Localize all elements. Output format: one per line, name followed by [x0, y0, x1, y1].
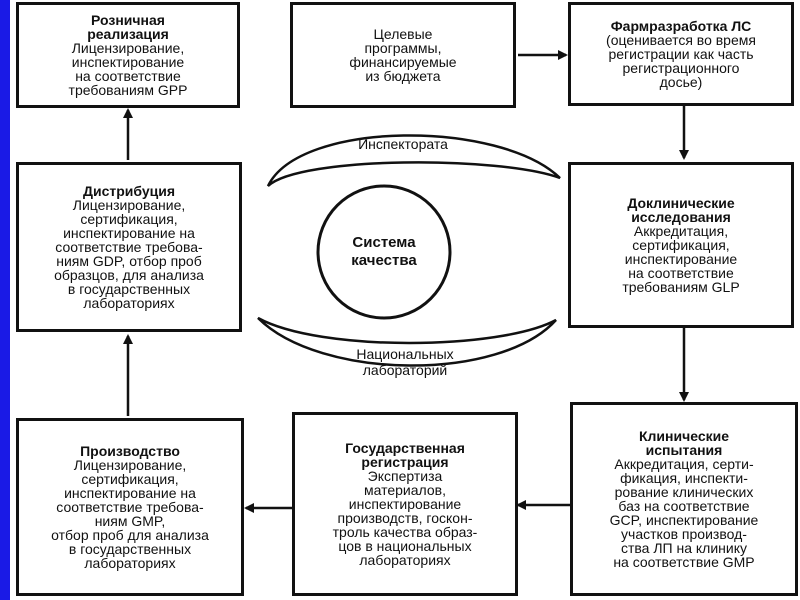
- box-pharmdev: Фармразработка ЛС (оценивается во время …: [568, 2, 794, 106]
- box-retail: Розничная реализация Лицензирование, инс…: [16, 2, 240, 108]
- label-national-labs: Национальных лабораторий: [356, 346, 454, 378]
- left-accent-bar: [0, 0, 10, 600]
- label-inspectorate: Инспектората: [358, 136, 448, 152]
- box-clinical-body: Аккредитация, серти- фикация, инспекти- …: [609, 456, 759, 570]
- box-preclinical-body: Аккредитация, сертификация, инспектирова…: [622, 223, 740, 295]
- box-preclinical: Доклинические исследования Аккредитация,…: [568, 162, 794, 328]
- box-distribution-body: Лицензирование, сертификация, инспектиро…: [54, 197, 204, 311]
- box-pharmdev-title: Фармразработка ЛС: [610, 18, 752, 34]
- box-targets: Целевые программы, финансируемые из бюдж…: [290, 2, 516, 108]
- quality-system-circle: [316, 184, 452, 320]
- box-clinical: Клинические испытания Аккредитация, серт…: [570, 402, 798, 596]
- box-registration-title: Государственная регистрация: [345, 440, 465, 470]
- box-production-title: Производство: [80, 443, 180, 459]
- box-registration-body: Экспертиза материалов, инспектирование п…: [332, 468, 478, 568]
- box-production-body: Лицензирование, сертификация, инспектиро…: [51, 457, 209, 571]
- box-production: Производство Лицензирование, сертификаци…: [16, 418, 244, 596]
- box-distribution: Дистрибуция Лицензирование, сертификация…: [16, 162, 242, 332]
- upper-arc-band: [266, 134, 561, 187]
- box-pharmdev-body: (оценивается во время регистрации как ча…: [606, 32, 756, 90]
- box-preclinical-title: Доклинические исследования: [627, 195, 735, 225]
- box-retail-body: Лицензирование, инспектирование на соотв…: [68, 40, 188, 98]
- box-clinical-title: Клинические испытания: [638, 428, 730, 458]
- box-registration: Государственная регистрация Экспертиза м…: [292, 412, 518, 596]
- lower-arc-band: [257, 316, 557, 367]
- label-quality-system: Система качества: [351, 234, 417, 269]
- box-distribution-title: Дистрибуция: [82, 183, 175, 199]
- box-retail-title: Розничная реализация: [87, 12, 169, 42]
- box-targets-body: Целевые программы, финансируемые из бюдж…: [349, 26, 457, 84]
